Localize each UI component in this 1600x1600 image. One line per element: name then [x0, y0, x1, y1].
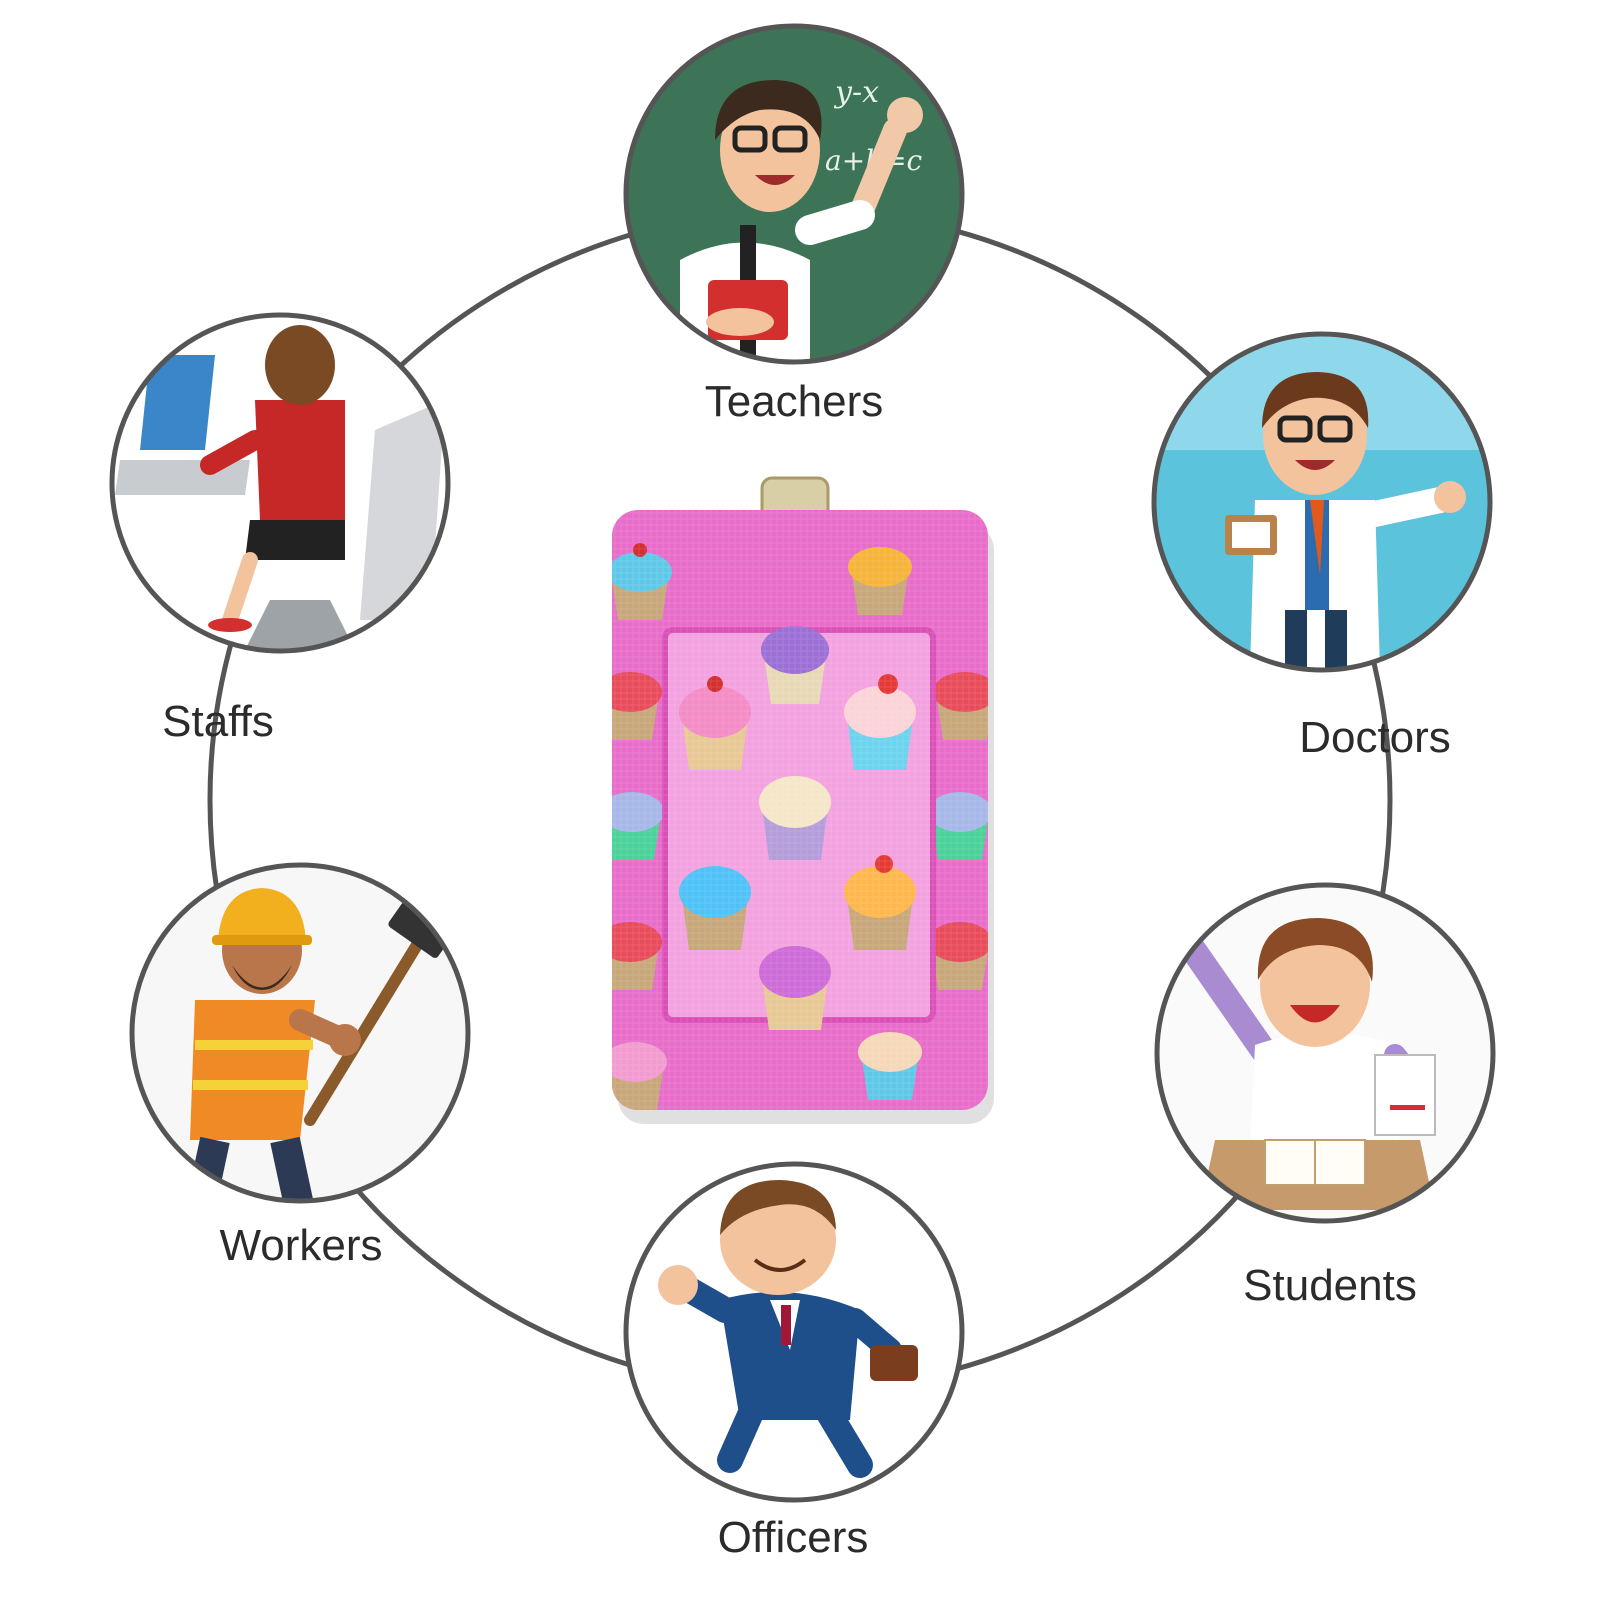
label-officers: Officers — [717, 1513, 869, 1562]
teacher-illustration: y-x a+b=c — [623, 23, 965, 365]
label-staffs: Staffs — [162, 697, 274, 746]
cupcake-card-holder — [612, 476, 994, 1124]
office-staff-illustration — [109, 312, 451, 654]
worker-illustration — [129, 862, 471, 1204]
student-illustration — [1154, 882, 1496, 1224]
doctor-illustration — [1151, 331, 1493, 673]
label-teachers: Teachers — [704, 377, 884, 426]
label-students: Students — [1243, 1261, 1417, 1310]
officer-illustration — [623, 1161, 965, 1503]
svg-text:y-x: y-x — [833, 75, 879, 110]
label-workers: Workers — [219, 1221, 383, 1270]
label-doctors: Doctors — [1299, 713, 1451, 762]
